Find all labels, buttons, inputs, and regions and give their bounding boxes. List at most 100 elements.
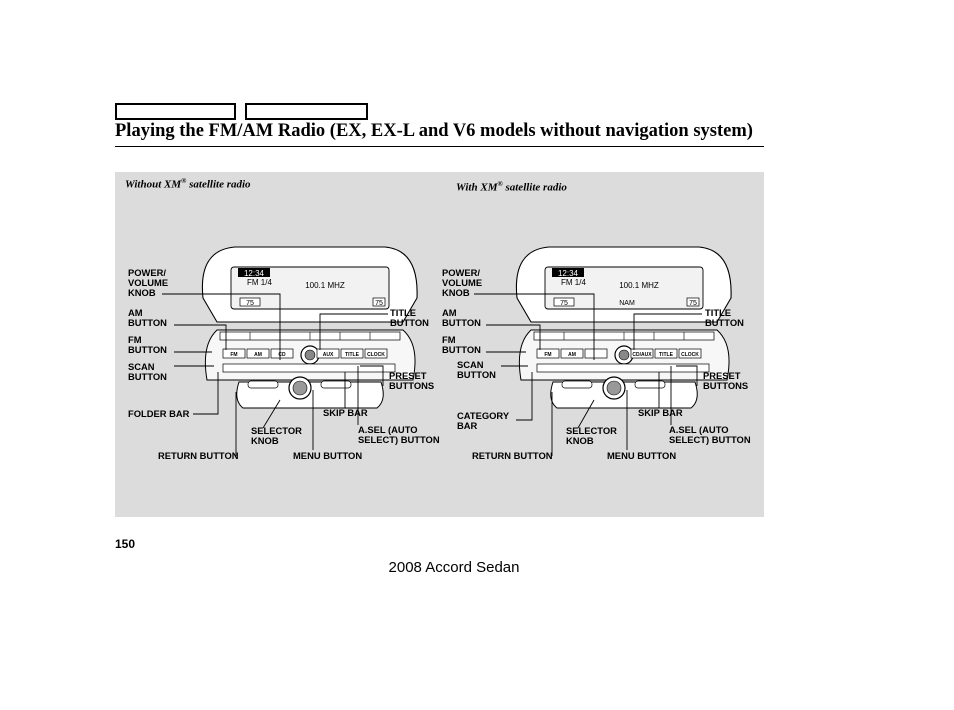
left-label-return-line: RETURN BUTTON [158, 450, 239, 461]
left-label-asel-line: SELECT) BUTTON [358, 434, 440, 445]
left-function-button-label: CLOCK [367, 352, 385, 358]
left-label-menu-line: MENU BUTTON [293, 450, 362, 461]
nav-tab-2[interactable] [245, 103, 368, 120]
right-label-asel-line: SELECT) BUTTON [669, 434, 751, 445]
left-label-am-line: AM [128, 307, 143, 318]
right-label-skip: SKIP BAR [638, 407, 683, 418]
left-label-skip-line: SKIP BAR [323, 407, 368, 418]
right-preset-box [553, 297, 575, 307]
left-display-badge: 75 [375, 300, 383, 307]
right-label-preset-line: PRESET [703, 370, 741, 381]
left-label-folder-line: FOLDER BAR [128, 408, 190, 419]
right-label-return-line: RETURN BUTTON [472, 450, 553, 461]
right-function-button [584, 348, 608, 359]
right-display-badge: 75 [689, 300, 697, 307]
left-function-button [364, 348, 388, 359]
right-label-menu-line: MENU BUTTON [607, 450, 676, 461]
right-label-preset-line: BUTTONS [703, 380, 748, 391]
left-label-scan-line: SCAN [128, 361, 155, 372]
left-label-scan-line: BUTTON [128, 371, 167, 382]
right-label-skip-line: SKIP BAR [638, 407, 683, 418]
right-volume-knob-cap [618, 349, 630, 361]
left-display-preset: 75 [246, 300, 254, 307]
right-label-power-line: KNOB [442, 287, 470, 298]
right-display-sub: NAM [619, 300, 635, 307]
left-label-skip: SKIP BAR [323, 407, 368, 418]
left-display-clock: 12:34 [244, 269, 265, 278]
right-function-button-label: CD/AUX [632, 352, 652, 358]
right-display-clock: 12:34 [558, 269, 579, 278]
right-label-selector-line: KNOB [566, 435, 594, 446]
right-function-button [536, 348, 560, 359]
left-function-button [246, 348, 270, 359]
right-label-power-line: VOLUME [442, 277, 482, 288]
left-label-fm-line: FM [128, 334, 142, 345]
left-function-button [270, 348, 294, 359]
right-display-preset: 75 [560, 300, 568, 307]
right-function-button-label: CLOCK [681, 352, 699, 358]
right-leader-am [486, 324, 541, 350]
right-bar-row [536, 363, 710, 373]
right-label-menu: MENU BUTTON [607, 450, 676, 461]
left-label-power-line: POWER/ [128, 267, 166, 278]
left-label-title-line: TITLE [390, 307, 416, 318]
right-display-freq: 100.1 MHZ [619, 281, 659, 290]
right-label-selector-line: SELECTOR [566, 425, 617, 436]
right-function-button-label: TITLE [659, 352, 674, 358]
right-leader-title [633, 313, 702, 350]
left-label-asel-line: A.SEL (AUTO [358, 424, 418, 435]
left-label-selector-line: SELECTOR [251, 425, 302, 436]
right-leader-preset [676, 365, 698, 386]
left-menu-button [320, 380, 352, 389]
right-function-button [678, 348, 702, 359]
left-label-preset-line: PRESET [389, 370, 427, 381]
left-leader-selector [262, 399, 281, 429]
left-function-button-label: TITLE [345, 352, 360, 358]
left-label-title-line: BUTTON [390, 317, 429, 328]
right-menu-button [634, 380, 666, 389]
left-function-button-label: AUX [323, 352, 334, 358]
right-clock-box [552, 268, 584, 277]
left-leader-am [174, 324, 227, 350]
title-rule [115, 146, 764, 147]
right-display-screen [544, 266, 704, 310]
left-label-power-line: VOLUME [128, 277, 168, 288]
left-function-button [316, 348, 340, 359]
right-function-button-label: FM [544, 352, 551, 358]
page-title: Playing the FM/AM Radio (EX, EX-L and V6… [115, 121, 753, 141]
right-label-category-line: CATEGORY [457, 410, 510, 421]
right-leader-selector [577, 399, 595, 429]
left-leader-preset [360, 365, 384, 386]
left-leader-title [319, 313, 388, 350]
right-function-button-label: AM [568, 352, 576, 358]
left-selector-knob-cap [292, 380, 308, 396]
left-display-band: FM 1/4 [247, 278, 272, 287]
left-label-am-line: BUTTON [128, 317, 167, 328]
left-leader-power [162, 293, 281, 360]
left-caption: Without XM® satellite radio [125, 177, 251, 191]
left-leader-folder [193, 372, 219, 415]
right-return-button [561, 380, 593, 389]
right-function-button [654, 348, 678, 359]
left-label-preset-line: BUTTONS [389, 380, 434, 391]
nav-tab-1[interactable] [115, 103, 236, 120]
left-clock-box [238, 268, 270, 277]
right-function-button [630, 348, 654, 359]
left-bar-row [222, 363, 396, 373]
right-label-title-line: TITLE [705, 307, 731, 318]
page-number: 150 [115, 537, 136, 551]
right-label-category-line: BAR [457, 420, 478, 431]
left-function-button [340, 348, 364, 359]
